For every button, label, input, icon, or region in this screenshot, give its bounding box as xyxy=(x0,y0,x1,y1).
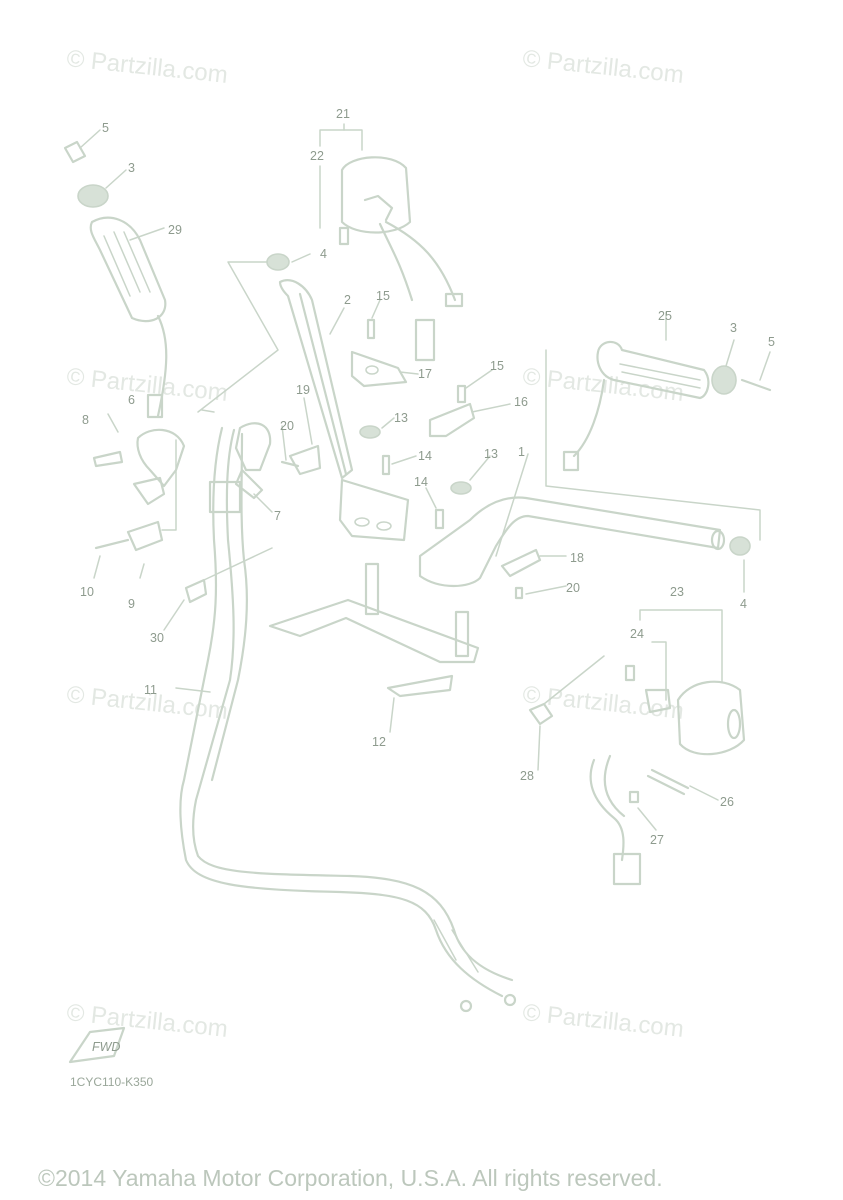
nut-13-upper xyxy=(359,425,381,439)
callout-25: 25 xyxy=(658,309,672,323)
connector-26 xyxy=(612,852,642,886)
callout-8: 8 xyxy=(82,413,89,427)
callout-17: 17 xyxy=(418,367,432,381)
callout-21: 21 xyxy=(336,107,350,121)
clamp-16 xyxy=(428,402,476,438)
clamp-18 xyxy=(500,548,542,578)
bolt-8 xyxy=(92,450,124,468)
callout-13: 13 xyxy=(394,411,408,425)
callout-4: 4 xyxy=(320,247,327,261)
watermark: © Partzilla.com xyxy=(65,45,229,89)
switch-wires xyxy=(378,220,457,302)
weight-3-left xyxy=(77,184,109,208)
callout-27: 27 xyxy=(650,833,664,847)
cable-guide-12 xyxy=(386,674,454,698)
throttle-cable-11 xyxy=(179,426,517,1013)
fwd-arrow-icon: FWD xyxy=(68,1026,126,1064)
watermark: © Partzilla.com xyxy=(65,999,229,1043)
weight-4-right xyxy=(729,536,751,556)
switch-housing-23 xyxy=(676,680,746,756)
grip-connector xyxy=(146,393,164,419)
callout-12: 12 xyxy=(372,735,386,749)
callout-3: 3 xyxy=(730,321,737,335)
callout-3: 3 xyxy=(128,161,135,175)
callout-18: 18 xyxy=(570,551,584,565)
callout-14: 14 xyxy=(414,475,428,489)
grip-wire xyxy=(156,314,168,418)
callout-28: 28 xyxy=(520,769,534,783)
callout-13: 13 xyxy=(484,447,498,461)
callout-20: 20 xyxy=(280,419,294,433)
watermark: © Partzilla.com xyxy=(521,45,685,89)
handle-holder-2 xyxy=(266,253,410,542)
callout-23: 23 xyxy=(670,585,684,599)
callout-7: 7 xyxy=(274,509,281,523)
leader-lines xyxy=(93,123,771,831)
callout-6: 6 xyxy=(128,393,135,407)
switch-housing-21 xyxy=(340,156,412,234)
diagram-code: 1CYC110-K350 xyxy=(70,1075,153,1089)
callout-26: 26 xyxy=(720,795,734,809)
grip-25 xyxy=(596,340,710,400)
handlebar-1 xyxy=(418,496,722,587)
left-grip-assembly xyxy=(63,129,168,419)
callout-4: 4 xyxy=(740,597,747,611)
bracket-plate xyxy=(268,598,480,664)
callout-20: 20 xyxy=(566,581,580,595)
callout-15: 15 xyxy=(490,359,504,373)
switch-connector xyxy=(414,318,436,362)
callout-5: 5 xyxy=(768,335,775,349)
clamps xyxy=(280,318,542,600)
screw-24 xyxy=(624,664,636,682)
callout-30: 30 xyxy=(150,631,164,645)
callout-19: 19 xyxy=(296,383,310,397)
holder-base xyxy=(338,478,410,542)
fwd-label: FWD xyxy=(92,1040,120,1054)
left-switch-assembly xyxy=(528,609,746,886)
clamp-17 xyxy=(350,350,408,388)
callout-29: 29 xyxy=(168,223,182,237)
callout-22: 22 xyxy=(310,149,324,163)
watermark: © Partzilla.com xyxy=(521,999,685,1043)
callout-labels: 21 22 5 3 29 4 2 15 17 15 16 19 13 20 14… xyxy=(80,107,775,847)
clamp-19 xyxy=(288,444,322,476)
screw-5-left xyxy=(63,140,87,164)
right-handlebar-assembly xyxy=(418,340,772,587)
callout-15: 15 xyxy=(376,289,390,303)
callout-24: 24 xyxy=(630,627,644,641)
callout-11: 11 xyxy=(144,683,157,697)
band-28 xyxy=(528,702,554,726)
switch-9 xyxy=(126,520,164,552)
nut-13-lower xyxy=(450,481,472,495)
callout-14: 14 xyxy=(418,449,432,463)
screw-5-right xyxy=(740,378,772,392)
lower-bracket xyxy=(268,562,480,733)
right-switch-assembly xyxy=(319,129,464,362)
callout-1: 1 xyxy=(518,445,525,459)
weight-3-right xyxy=(711,365,737,395)
callout-9: 9 xyxy=(128,597,135,611)
callout-16: 16 xyxy=(514,395,528,409)
switch-30 xyxy=(184,578,208,604)
holder-7 xyxy=(234,422,272,472)
callout-5: 5 xyxy=(102,121,109,135)
copyright-notice: ©2014 Yamaha Motor Corporation, U.S.A. A… xyxy=(38,1165,663,1191)
callout-2: 2 xyxy=(344,293,351,307)
callout-10: 10 xyxy=(80,585,94,599)
grip-29 xyxy=(89,216,167,323)
